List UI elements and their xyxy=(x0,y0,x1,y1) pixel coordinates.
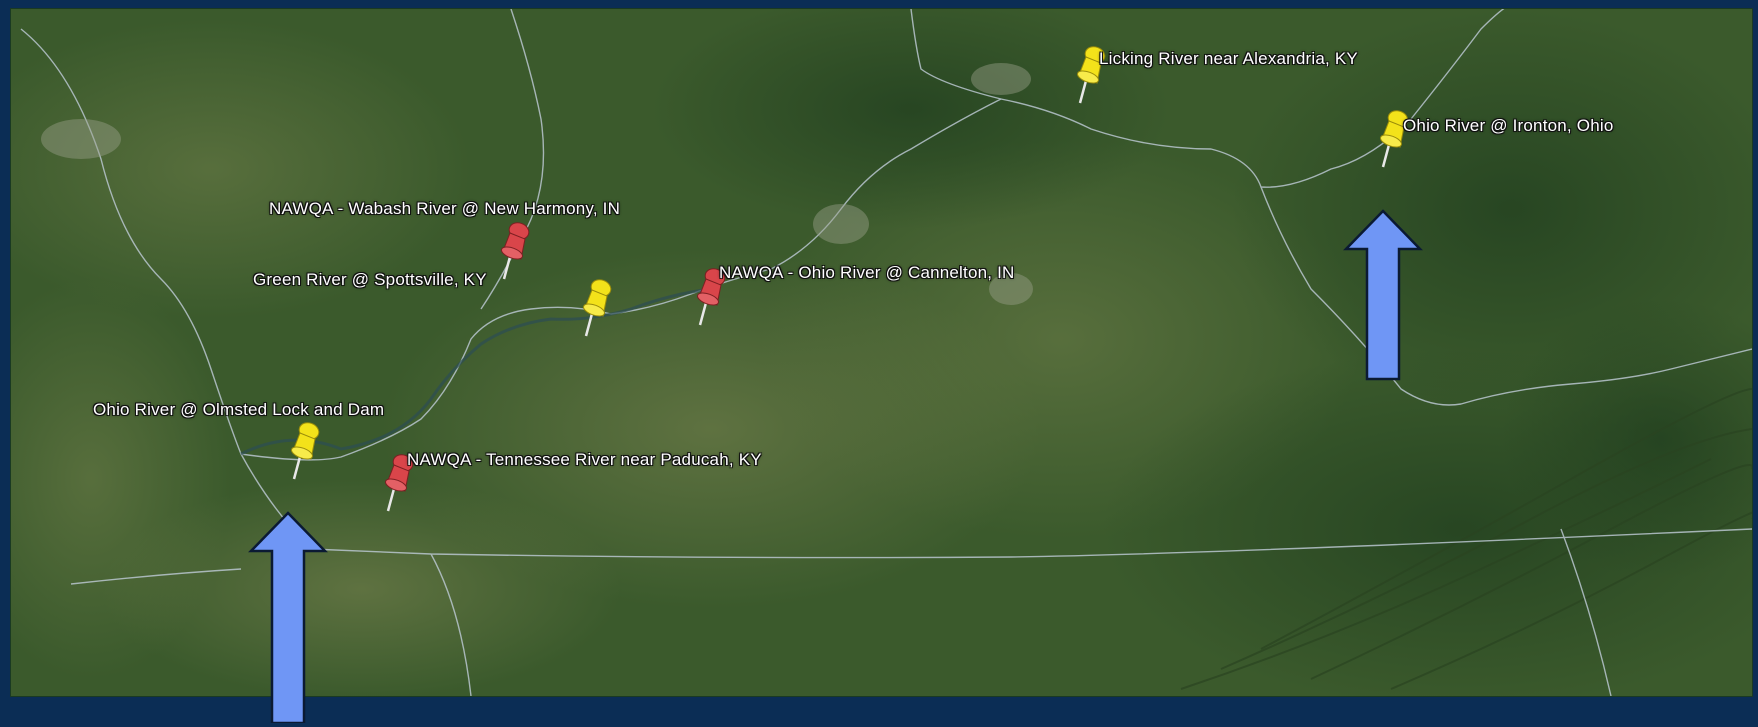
marker-pin-red-icon[interactable] xyxy=(495,217,541,283)
up-arrow-icon xyxy=(248,511,328,723)
marker-label: Ohio River @ Olmsted Lock and Dam xyxy=(93,400,385,419)
marker-pin-red-icon[interactable] xyxy=(691,263,737,329)
marker-pin-red-icon[interactable] xyxy=(379,449,425,515)
marker-label: NAWQA - Tennessee River near Paducah, KY xyxy=(407,450,762,469)
marker-label: NAWQA - Wabash River @ New Harmony, IN xyxy=(269,199,621,218)
terrain-layer xyxy=(11,9,1752,696)
satellite-map[interactable]: Licking River near Alexandria, KY Ohio R… xyxy=(10,8,1753,697)
marker-pin-yellow-icon[interactable] xyxy=(1071,41,1117,107)
up-arrow-icon xyxy=(1343,209,1423,381)
marker-label: Green River @ Spottsville, KY xyxy=(253,270,487,289)
marker-pin-yellow-icon[interactable] xyxy=(1374,105,1420,171)
marker-label: Licking River near Alexandria, KY xyxy=(1099,49,1358,68)
marker-pin-yellow-icon[interactable] xyxy=(577,274,623,340)
marker-pin-yellow-icon[interactable] xyxy=(285,417,331,483)
marker-label: NAWQA - Ohio River @ Cannelton, IN xyxy=(719,263,1015,282)
marker-label: Ohio River @ Ironton, Ohio xyxy=(1403,116,1614,135)
